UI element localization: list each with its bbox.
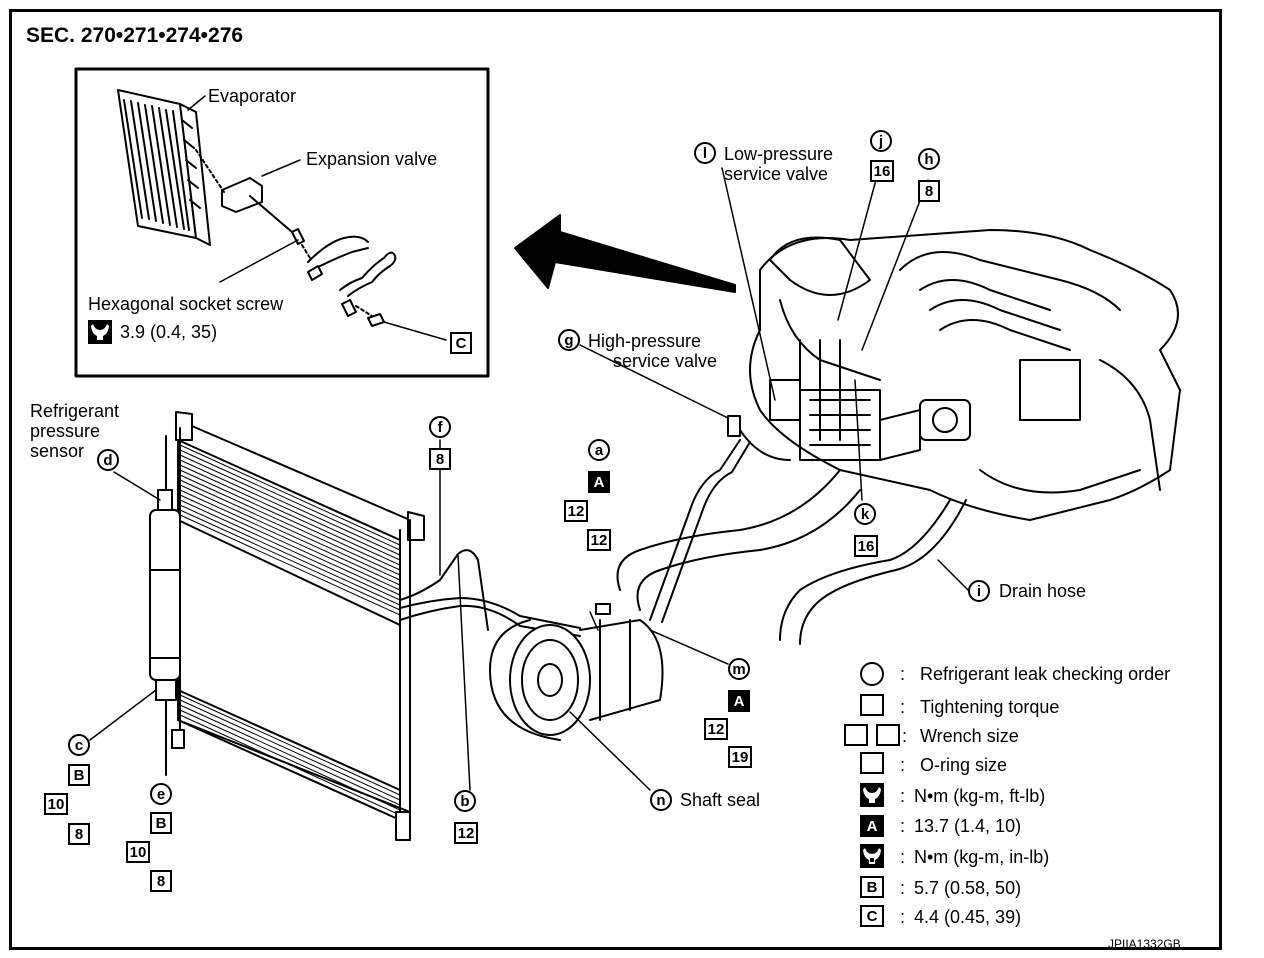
- marker-k: k: [854, 503, 876, 525]
- legend-colon: :: [900, 847, 906, 867]
- legend-a-code: A: [860, 815, 884, 837]
- legend-nm-ftlb: N•m (kg-m, ft-lb): [914, 786, 1046, 806]
- e-oring-size: 8: [150, 870, 172, 892]
- marker-n: n: [650, 789, 672, 811]
- marker-l: l: [694, 142, 716, 164]
- low-pressure-valve-label: Low-pressure service valve: [724, 144, 834, 184]
- compressor-drawing: [509, 603, 729, 791]
- marker-f: f: [429, 416, 451, 438]
- a-oring-size: 12: [587, 529, 611, 551]
- legend-colon: :: [902, 726, 908, 746]
- f-oring-size: 8: [429, 448, 451, 470]
- legend-colon: :: [900, 816, 906, 836]
- drain-hose-label: Drain hose: [999, 581, 1087, 601]
- legend-oring-size: O-ring size: [920, 755, 1008, 775]
- receiver-drier-drawing: [89, 471, 181, 776]
- marker-b: b: [454, 790, 476, 812]
- marker-d: d: [97, 449, 119, 471]
- legend-leak-order: Refrigerant leak checking order: [920, 664, 1171, 684]
- hoses: [399, 439, 861, 791]
- marker-c: c: [68, 734, 90, 756]
- c-torque-code: B: [68, 764, 90, 786]
- marker-j: j: [870, 130, 892, 152]
- legend-colon: :: [900, 755, 906, 775]
- condenser-drawing: [165, 411, 425, 841]
- figure-code: JPIIA1332GB: [1108, 937, 1181, 951]
- screw-torque-code: C: [450, 332, 472, 354]
- m-wrench-size: 12: [704, 718, 728, 740]
- legend-wrench-size: Wrench size: [920, 726, 1019, 746]
- legend-colon: :: [900, 664, 906, 684]
- legend-colon: :: [900, 697, 906, 717]
- engine-drawing: [579, 164, 1181, 521]
- j-oring-size: 16: [870, 160, 894, 182]
- legend-colon: :: [900, 878, 906, 898]
- legend-colon: :: [900, 786, 906, 806]
- inset-pipes: [219, 228, 447, 341]
- legend-a-value: 13.7 (1.4, 10): [914, 816, 1022, 836]
- legend-b-code: B: [860, 876, 884, 898]
- h-oring-size: 8: [918, 180, 940, 202]
- a-wrench-size: 12: [564, 500, 588, 522]
- legend-b-value: 5.7 (0.58, 50): [914, 878, 1022, 898]
- legend-colon: :: [900, 907, 906, 927]
- marker-e: e: [150, 783, 172, 805]
- torque-wrench-icon: [860, 783, 884, 807]
- shaft-seal-label: Shaft seal: [680, 790, 761, 810]
- evaporator-drawing: [117, 89, 211, 246]
- direction-arrow: [514, 214, 736, 293]
- marker-m: m: [728, 658, 750, 680]
- marker-a: a: [588, 439, 610, 461]
- torque-wrench-inlb-icon: [860, 844, 884, 868]
- m-torque-code: A: [728, 690, 750, 712]
- legend-c-value: 4.4 (0.45, 39): [914, 907, 1022, 927]
- b-oring-size: 12: [454, 822, 478, 844]
- refrigerant-sensor-label: Refrigerant pressure sensor: [30, 401, 120, 461]
- hex-socket-screw-label: Hexagonal socket screw: [88, 294, 284, 314]
- m-oring-size: 19: [728, 746, 752, 768]
- c-oring-size: 8: [68, 823, 90, 845]
- legend-circle-icon: [860, 662, 884, 686]
- legend-double-square-icon: [876, 724, 900, 746]
- torque-wrench-icon: [88, 320, 112, 344]
- expansion-valve-label: Expansion valve: [306, 149, 438, 169]
- screw-torque-value: 3.9 (0.4, 35): [120, 322, 218, 342]
- e-torque-code: B: [150, 812, 172, 834]
- k-oring-size: 16: [854, 535, 878, 557]
- marker-g: g: [558, 329, 580, 351]
- c-wrench-size: 10: [44, 793, 68, 815]
- legend-double-square-icon: [844, 724, 868, 746]
- evaporator-label: Evaporator: [208, 86, 297, 106]
- legend-nm-inlb: N•m (kg-m, in-lb): [914, 847, 1050, 867]
- section-title: SEC. 270•271•274•276: [26, 24, 244, 47]
- legend-tightening-torque: Tightening torque: [920, 697, 1060, 717]
- legend-c-code: C: [860, 905, 884, 927]
- legend-oring-square-icon: [860, 752, 884, 774]
- inset-box: [74, 67, 490, 378]
- legend-square-icon: [860, 694, 884, 716]
- expansion-valve-drawing: [195, 149, 301, 233]
- drain-hose-drawing: [779, 499, 969, 645]
- diagram-frame: [9, 9, 1222, 950]
- a-torque-code: A: [588, 471, 610, 493]
- high-pressure-valve-label: High-pressure service valve: [588, 331, 718, 371]
- marker-i: i: [968, 580, 990, 602]
- e-wrench-size: 10: [126, 841, 150, 863]
- marker-h: h: [918, 148, 940, 170]
